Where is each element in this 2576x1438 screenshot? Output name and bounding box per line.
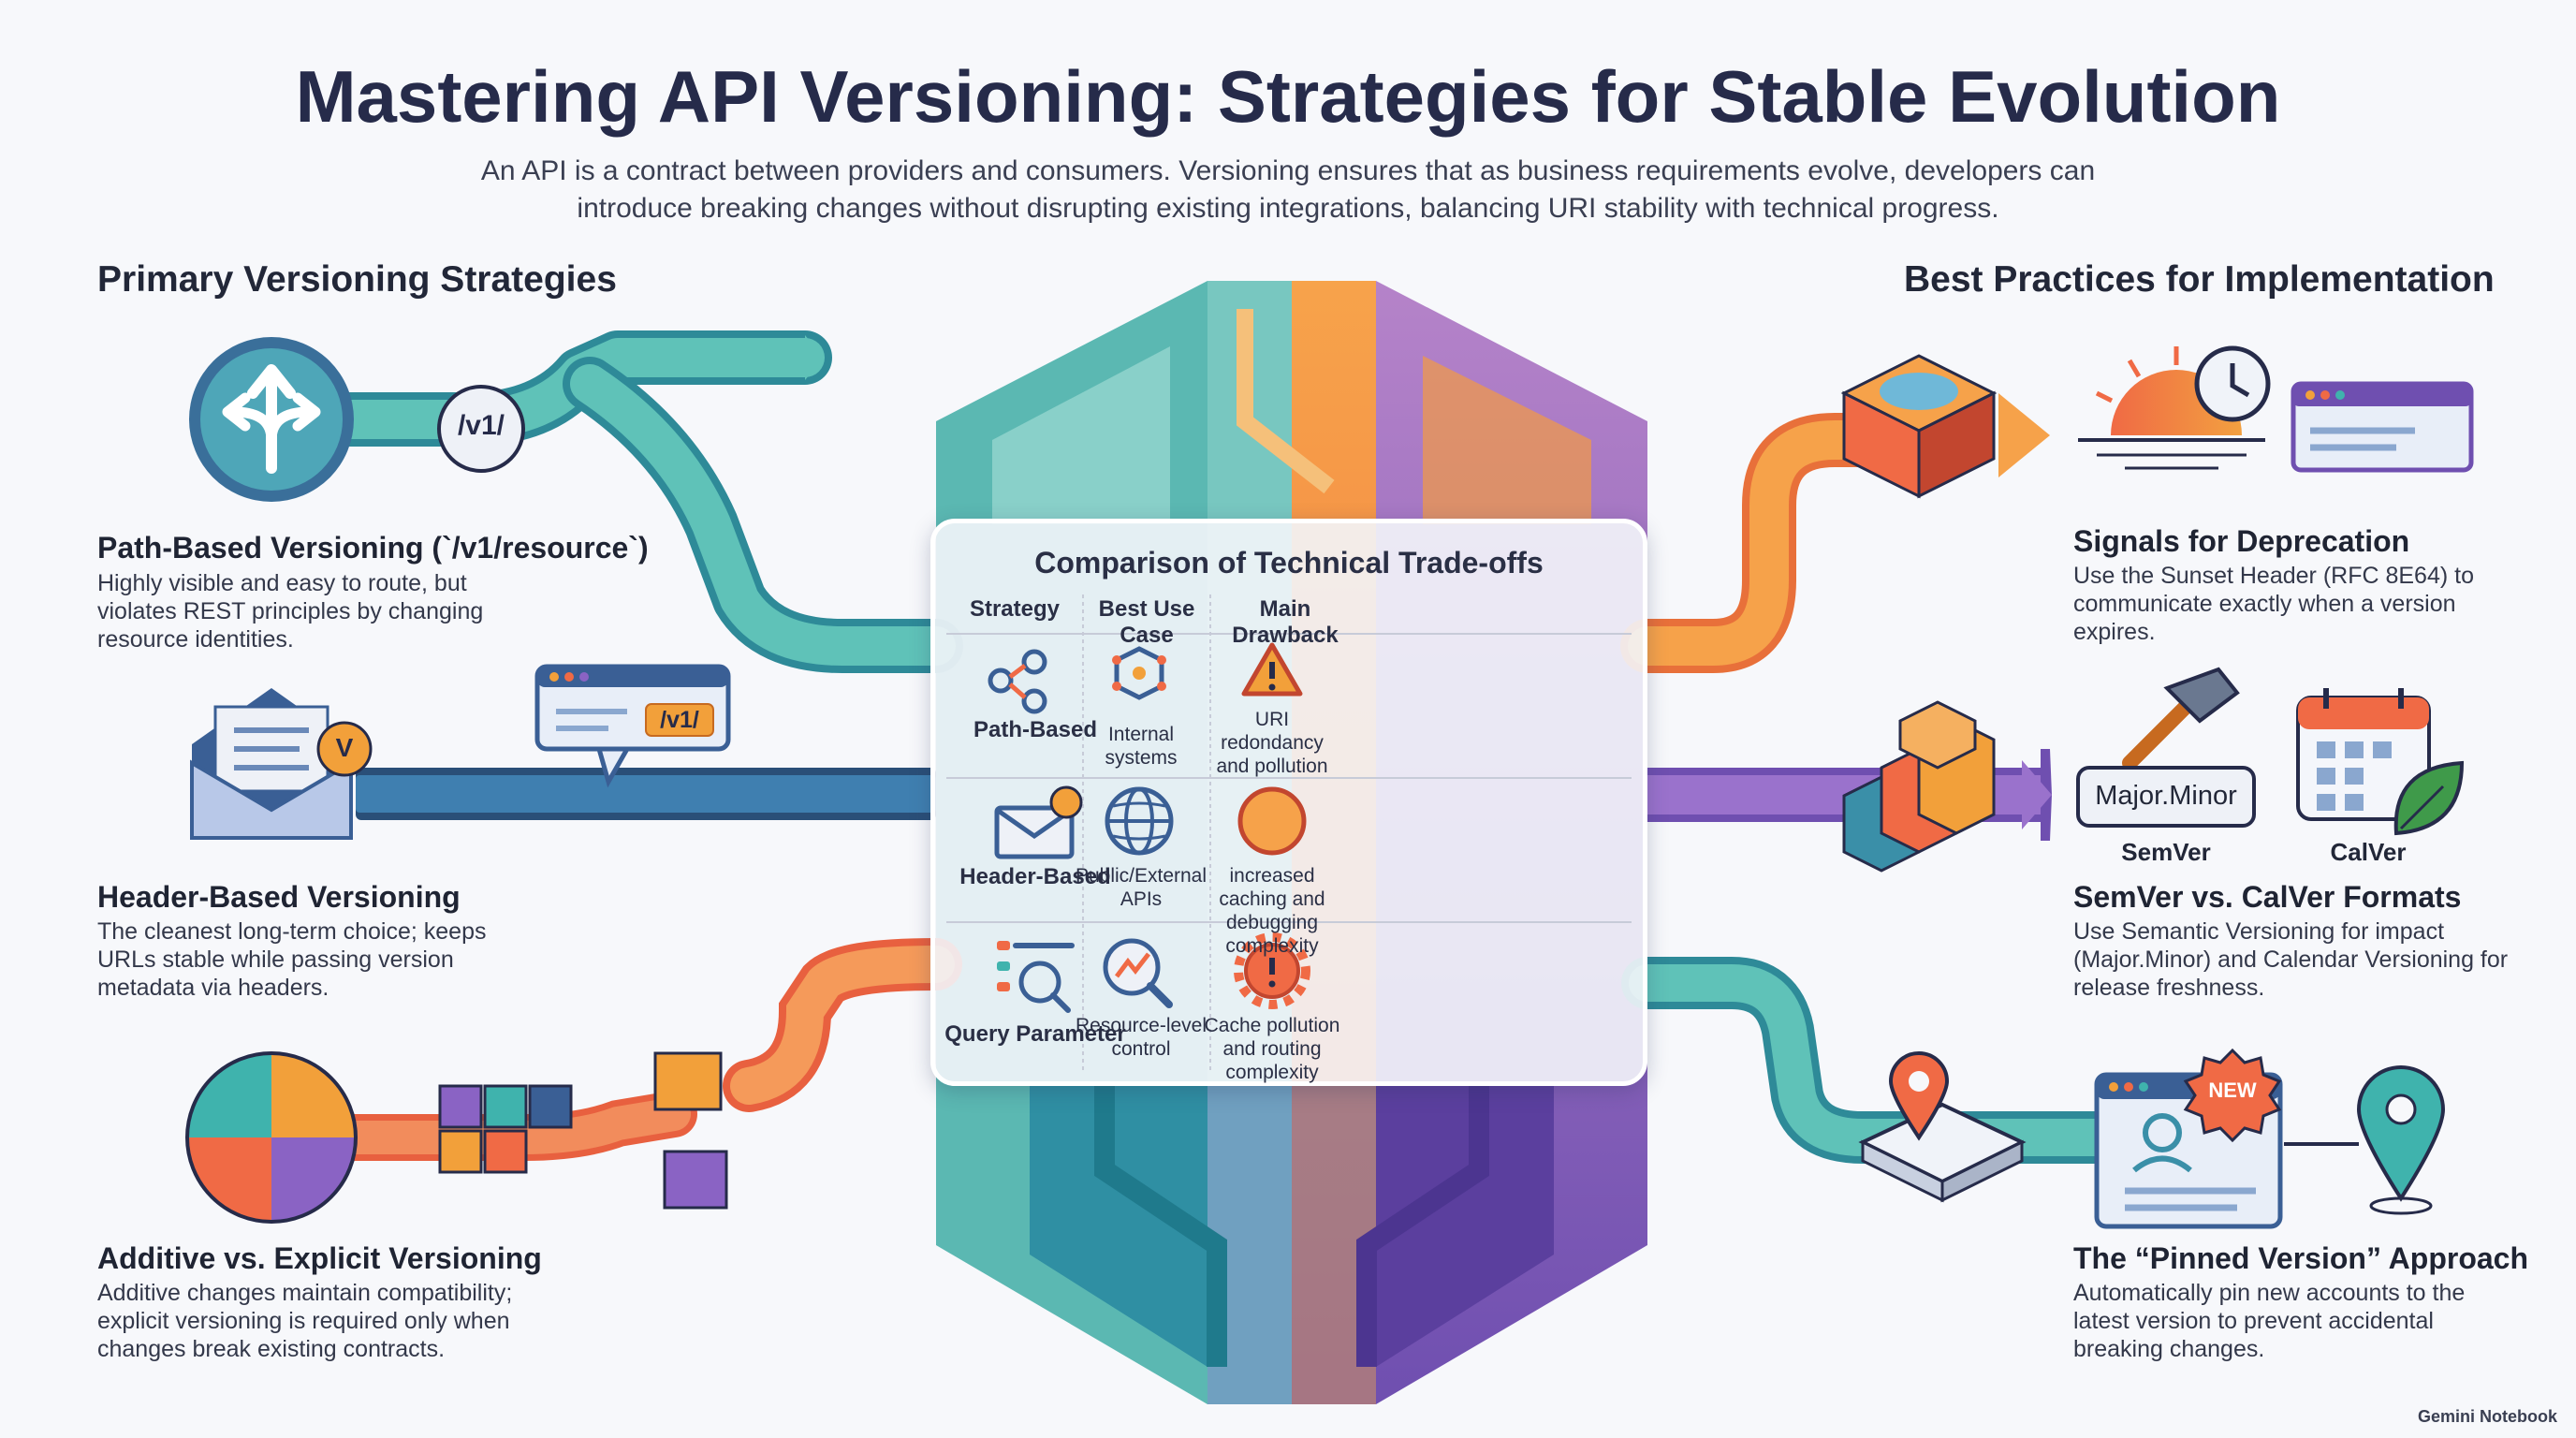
page-title: Mastering API Versioning: Strategies for… (295, 55, 2281, 138)
envelope-badge-label: V (335, 733, 354, 762)
semver-box-label: Major.Minor (2095, 781, 2237, 811)
gear-alert-icon (1234, 932, 1310, 1009)
comparison-panel: Comparison of Technical Trade-offs (930, 519, 1647, 1086)
col-header-strategy: Strategy (969, 596, 1061, 622)
panel-title: Comparison of Technical Trade-offs (1034, 546, 1544, 580)
envelope-icon (994, 785, 1083, 859)
path-based-title: Path-Based Versioning (`/v1/resource`) (97, 531, 649, 565)
row2-strategy: Header-Based (959, 864, 1111, 889)
row1-strategy: Path-Based (973, 717, 1098, 742)
row3-use-case: Resource-level control (1075, 1015, 1208, 1060)
pinned-version-title: The “Pinned Version” Approach (2073, 1241, 2528, 1275)
path-badge-label: /v1/ (457, 410, 505, 441)
globe-icon (1105, 786, 1174, 856)
search-list-icon (997, 941, 1075, 1013)
row3-drawback: Cache pollution and routing complexity (1204, 1015, 1340, 1083)
col-header-drawback: Main Drawback (1232, 596, 1339, 648)
additive-title: Additive vs. Explicit Versioning (97, 1241, 542, 1275)
direction-arrows-icon (189, 337, 354, 502)
browser-bubble-icon (534, 664, 731, 788)
sunset-clock-icon (2078, 345, 2271, 470)
pinned-version-desc: Automatically pin new accounts to the la… (2073, 1280, 2466, 1362)
calver-label: CalVer (2330, 838, 2407, 866)
table-grid (946, 594, 1632, 1070)
left-section-heading: Primary Versioning Strategies (97, 259, 617, 300)
alert-icon (1237, 786, 1307, 856)
cube-cloud-icon (1840, 354, 2050, 499)
semver-calver-title: SemVer vs. CalVer Formats (2073, 880, 2462, 914)
right-section-heading: Best Practices for Implementation (1904, 259, 2495, 300)
profile-window-icon (2094, 1072, 2283, 1229)
semver-calver-desc: Use Semantic Versioning for impact (Majo… (2073, 918, 2509, 1001)
puzzle-circle-icon (185, 1051, 358, 1224)
magnifier-chart-icon (1103, 938, 1173, 1008)
header-based-desc: The cleanest long-term choice; keeps URL… (97, 918, 487, 1001)
envelope-icon (190, 688, 373, 840)
puzzle-pieces-icon (438, 1051, 728, 1210)
row2-drawback: increased caching and debugging complexi… (1219, 865, 1325, 957)
deprecation-desc: Use the Sunset Header (RFC 8E64) to comm… (2073, 563, 2474, 645)
semver-label: SemVer (2121, 838, 2211, 866)
network-cube-icon (1112, 646, 1166, 700)
header-based-title: Header-Based Versioning (97, 880, 461, 914)
bubble-badge-label: /v1/ (660, 707, 699, 733)
row3-strategy: Query Parameter (944, 1021, 1126, 1047)
path-based-desc: Highly visible and easy to route, but vi… (97, 570, 484, 653)
bar-blocks-icon (1842, 700, 1996, 873)
location-platform-icon (1858, 1051, 2027, 1203)
semver-box (2076, 766, 2256, 828)
row1-use-case: Internal systems (1105, 724, 1178, 769)
calendar-leaf-icon (2296, 688, 2465, 836)
additive-desc: Additive changes maintain compatibility;… (97, 1280, 513, 1362)
location-pin-icon (2356, 1065, 2446, 1215)
new-badge-icon (2183, 1048, 2282, 1143)
branch-icon (988, 649, 1047, 714)
watermark: Gemini Notebook (2417, 1407, 2557, 1426)
warning-icon (1241, 642, 1303, 697)
browser-window-icon (2291, 381, 2474, 473)
hammer-icon (2122, 667, 2240, 770)
row2-use-case: Public/External APIs (1075, 865, 1208, 910)
deprecation-title: Signals for Deprecation (2073, 524, 2410, 558)
col-header-use-case: Best Use Case (1098, 596, 1195, 648)
row1-drawback: URI redondancy and pollution (1216, 709, 1328, 777)
left-pipes (310, 330, 963, 1161)
new-badge-label: NEW (2208, 1078, 2257, 1102)
path-badge-icon (437, 385, 525, 473)
page-subtitle: An API is a contract between providers a… (480, 155, 2096, 224)
